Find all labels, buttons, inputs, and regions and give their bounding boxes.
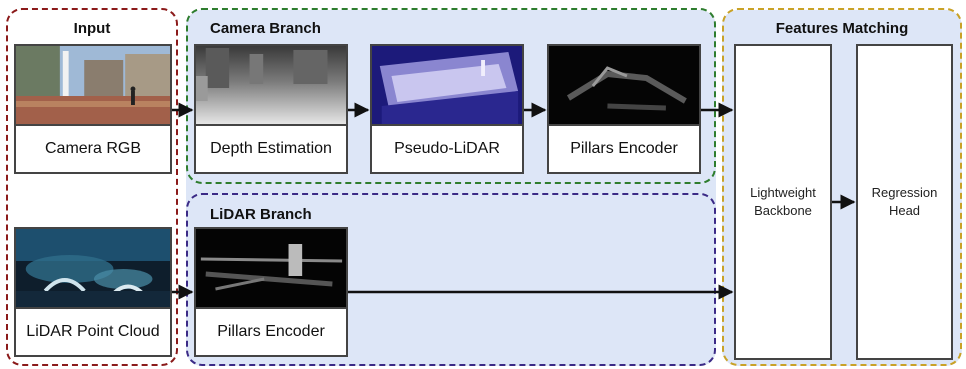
camera-pillars-encoder-label: Pillars Encoder xyxy=(570,140,678,157)
lightweight-backbone-label: Lightweight Backbone xyxy=(750,185,816,218)
features-matching-title: Features Matching xyxy=(775,20,909,37)
depth-map-image xyxy=(196,46,346,126)
lidar-point-cloud-card: LiDAR Point Cloud xyxy=(14,227,172,357)
lidar-point-cloud-label: LiDAR Point Cloud xyxy=(26,323,160,340)
camera-rgb-label: Camera RGB xyxy=(44,140,142,157)
pseudo-lidar-card: Pseudo-LiDAR xyxy=(370,44,524,174)
lidar-pillars-encoder-card: Pillars Encoder xyxy=(194,227,348,357)
camera-rgb-image xyxy=(16,46,170,126)
depth-estimation-card: Depth Estimation xyxy=(194,44,348,174)
camera-pillars-encoder-card: Pillars Encoder xyxy=(547,44,701,174)
camera-pillars-image xyxy=(549,46,699,126)
lidar-point-cloud-image xyxy=(16,229,170,309)
input-title: Input xyxy=(73,20,111,37)
depth-estimation-label: Depth Estimation xyxy=(210,140,332,157)
pseudo-lidar-label: Pseudo-LiDAR xyxy=(394,140,500,157)
lidar-pillars-encoder-label: Pillars Encoder xyxy=(217,323,325,340)
regression-head-box: Regression Head xyxy=(856,44,953,360)
camera-rgb-card: Camera RGB xyxy=(14,44,172,174)
input-group xyxy=(6,8,178,366)
lidar-branch-title: LiDAR Branch xyxy=(210,206,312,223)
lightweight-backbone-box: Lightweight Backbone xyxy=(734,44,832,360)
camera-branch-title: Camera Branch xyxy=(210,20,321,37)
pseudo-lidar-image xyxy=(372,46,522,126)
regression-head-label: Regression Head xyxy=(871,185,938,218)
lidar-pillars-image xyxy=(196,229,346,309)
features-matching-group xyxy=(722,8,962,366)
camera-branch-group xyxy=(186,8,716,184)
lidar-branch-group xyxy=(186,193,716,366)
